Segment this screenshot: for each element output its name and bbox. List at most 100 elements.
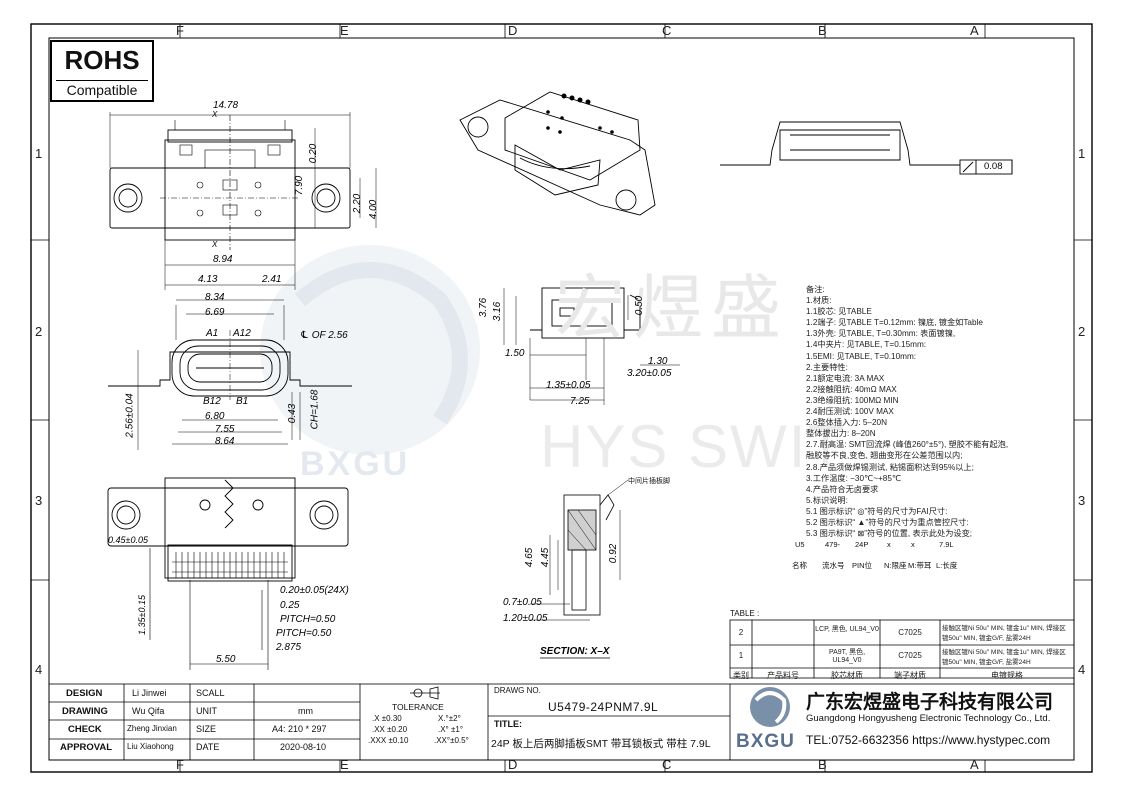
dim-0-45: 0.45±0.05 — [108, 535, 148, 545]
note-line: 备注: — [806, 285, 825, 294]
dim-1-20: 1.20±0.05 — [503, 613, 548, 624]
note-line: 2.主要特性: — [806, 362, 848, 372]
note-line: 5.1 图示标识“ ◎”符号的尺寸为FAI尺寸: — [806, 506, 948, 516]
part-code-name: 名称 — [792, 561, 807, 570]
zone-row-2-left: 2 — [35, 324, 43, 339]
dim-6-69: 6.69 — [205, 307, 225, 318]
dim-1-35-v: 1.35±0.15 — [136, 595, 147, 635]
title-value: 24P 板上后两脚插板SMT 带耳锁板式 带柱 7.9L — [491, 738, 711, 750]
zone-col-d-top: D — [508, 23, 518, 38]
table-row-terminal: C7025 — [898, 628, 922, 637]
dim-6-80: 6.80 — [205, 411, 225, 422]
dim-pitch-1: PITCH=0.50 — [280, 614, 336, 625]
pin-a1-label: A1 — [206, 328, 219, 339]
table-row-no: 2 — [738, 628, 744, 637]
zone-col-e-top: E — [340, 23, 349, 38]
dim-0-50-side: 0.50 — [634, 295, 646, 316]
part-code-name: L:长度 — [936, 561, 958, 570]
section-callout-label: 中间片插板脚 — [628, 478, 670, 485]
note-line: 融胶等不良,变色, 翘曲变形在公差范围以内; — [806, 451, 963, 461]
dim-2-41: 2.41 — [262, 274, 282, 285]
tolerance-title: TOLERANCE — [392, 702, 444, 712]
part-code-name: 流水号 — [822, 561, 845, 570]
table-header-terminal: 端子材质 — [894, 671, 926, 680]
note-line: 2.3绝缘阻抗: 100MΩ MIN — [806, 395, 899, 405]
note-line: 5.标识说明: — [806, 495, 848, 505]
note-line: 3.工作温度: −30℃~+85℃ — [806, 473, 902, 483]
dim-0-20: 0.20 — [308, 143, 320, 164]
dim-2-875: 2.875 — [276, 642, 302, 653]
zone-row-2-right: 2 — [1078, 324, 1086, 339]
dim-3-16: 3.16 — [492, 301, 504, 322]
dim-3-20: 3.20±0.05 — [627, 368, 672, 379]
note-line: 1.4中夹片: 见TABLE, T=0.15mm: — [806, 340, 927, 350]
pin-b12-label: B12 — [203, 396, 221, 407]
scall-label: SCALL — [196, 688, 225, 698]
part-code-name: PIN位 — [852, 561, 873, 570]
part-code-segment: x — [887, 540, 891, 549]
table-header-category: 类别 — [733, 671, 749, 680]
dim-8-34: 8.34 — [205, 292, 225, 303]
table-row-plating: 接触区镀Ni 50u" MIN, 镀金1u" MIN, 焊接区镀50u" MIN… — [942, 625, 1066, 642]
part-code-segment: 479- — [825, 540, 841, 549]
dim-14-78: 14.78 — [213, 100, 239, 111]
table-header-plating: 电镀规格 — [991, 671, 1023, 680]
dim-ch-1-68: CH=1.68 — [309, 389, 321, 430]
dim-7-90: 7.90 — [294, 175, 306, 196]
dim-1-30: 1.30 — [648, 356, 668, 367]
dim-1-35: 1.35±0.05 — [546, 380, 591, 391]
section-title: SECTION: X–X — [540, 646, 610, 657]
note-line: 2.4耐压测试: 100V MAX — [806, 407, 894, 417]
watermark-cn: 宏煜盛 — [555, 267, 789, 349]
design-value: Li Jinwei — [132, 688, 167, 698]
table-row-material: PA9T, 黑色, UL94_V0 — [828, 649, 866, 664]
zone-col-a-bottom: A — [970, 757, 979, 772]
company-logo-text: BXGU — [736, 731, 795, 752]
tolerance-angle-1: X.°±2° — [438, 714, 461, 723]
unit-value: mm — [298, 706, 313, 716]
zone-col-c-top: C — [662, 23, 672, 38]
zone-row-4-left: 4 — [35, 662, 43, 677]
note-line: 1.2端子: 见TABLE T=0.12mm: 镍底, 镀金如Table — [806, 318, 983, 328]
note-line: 2.1额定电流: 3A MAX — [806, 373, 885, 383]
dim-4-13: 4.13 — [198, 274, 218, 285]
approval-value: Liu Xiaohong — [127, 742, 174, 751]
dim-2-20: 2.20 — [352, 193, 364, 214]
dim-0-25: 0.25 — [280, 600, 300, 611]
section-mark-x-top: X — [212, 110, 218, 119]
note-line: 2.2接触阻抗: 40mΩ MAX — [806, 384, 897, 394]
dim-5-50: 5.50 — [216, 654, 236, 665]
dim-0-92: 0.92 — [608, 543, 620, 564]
pin-a12-label: A12 — [233, 328, 251, 339]
note-line: 2.8.产品须做焊锡测试, 粘锡面积达到95%以上; — [806, 462, 974, 472]
table-header-part-no: 产品料号 — [767, 671, 799, 680]
check-value: Zheng Jinxian — [127, 724, 177, 733]
title-label: TITLE: — [494, 719, 522, 729]
table-row-terminal: C7025 — [898, 651, 922, 660]
zone-row-1-right: 1 — [1078, 146, 1086, 161]
dim-8-64: 8.64 — [215, 436, 235, 447]
note-line: 2.6整体插入力: 5–20N — [806, 418, 887, 428]
unit-label: UNIT — [196, 706, 217, 716]
part-code-segment: 7.9L — [939, 540, 954, 549]
part-code-name: M:带耳 — [908, 561, 932, 570]
dim-2-56: 2.56±0.04 — [124, 393, 136, 438]
dim-4-65: 4.65 — [524, 547, 536, 568]
note-line: 5.3 图示标识“ ⊠”符号的位置, 表示此处为设变; — [806, 529, 973, 539]
rohs-title: ROHS — [64, 45, 140, 75]
zone-row-3-left: 3 — [35, 493, 43, 508]
note-line: 4.产品符合无卤要求 — [806, 484, 879, 494]
part-code-segment: x — [911, 540, 915, 549]
note-line: 1.3外壳: 见TABLE, T=0.30mm: 表面镀镍, — [806, 329, 956, 339]
zone-col-f-bottom: F — [176, 757, 184, 772]
note-line: 1.1胶芯: 见TABLE — [806, 307, 872, 317]
date-value: 2020-08-10 — [280, 742, 327, 752]
flatness-value: 0.08 — [984, 161, 1003, 172]
part-code-segment: 24P — [855, 540, 869, 549]
centerline-label: ℄ OF 2.56 — [300, 330, 348, 341]
dim-3-76: 3.76 — [478, 297, 490, 318]
zone-col-f-top: F — [176, 23, 184, 38]
date-label: DATE — [196, 742, 220, 752]
